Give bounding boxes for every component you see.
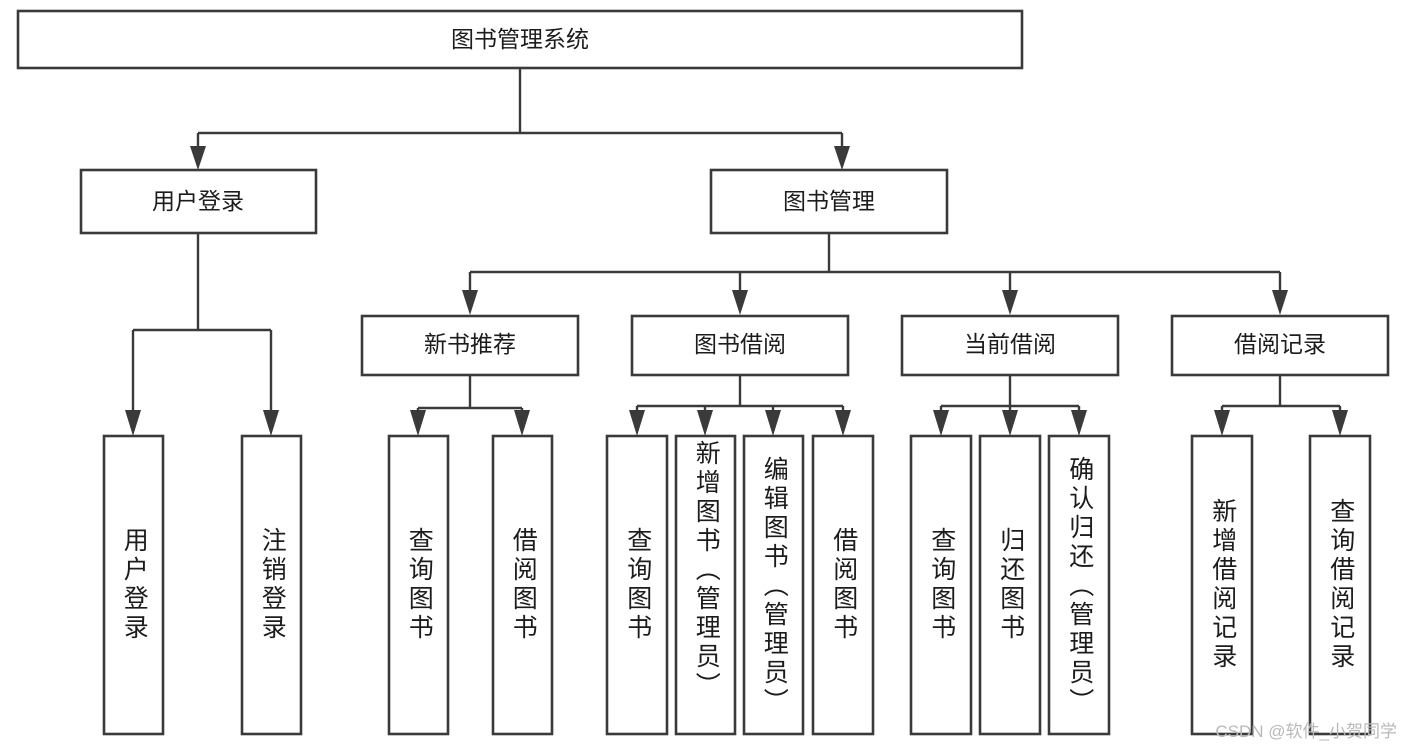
node-book-management-label: 图书管理 (783, 188, 875, 214)
node-root-label: 图书管理系统 (451, 26, 589, 52)
leaf-box-book-borrow-1[interactable] (674, 434, 737, 736)
node-current-borrow-box[interactable] (900, 314, 1120, 377)
connector-new-book-recommend-to-leaves (410, 375, 530, 436)
leaf-box-new-book-0[interactable] (387, 434, 450, 736)
leaf-box-borrow-record-1[interactable] (1308, 434, 1372, 736)
node-book-borrow[interactable]: 图书借阅 (630, 314, 850, 377)
leaf-box-current-borrow-0[interactable] (909, 434, 973, 736)
node-user-login-label: 用户登录 (152, 188, 244, 214)
node-user-login[interactable]: 用户登录 (79, 168, 318, 235)
connector-user-login-to-leaves (125, 233, 279, 436)
connector-borrow-record-to-leaves (1214, 375, 1348, 436)
connector-current-borrow-to-leaves (933, 375, 1087, 436)
leaf-box-user-login-0[interactable] (102, 434, 165, 736)
node-root-box[interactable] (16, 9, 1024, 70)
node-borrow-record[interactable]: 借阅记录 (1170, 314, 1390, 377)
leaf-box-book-borrow-3[interactable] (811, 434, 875, 736)
node-new-book-recommend-label: 新书推荐 (424, 331, 516, 357)
node-current-borrow[interactable]: 当前借阅 (900, 314, 1120, 377)
node-book-borrow-label: 图书借阅 (694, 331, 786, 357)
connector-root-to-level2 (190, 68, 850, 170)
node-user-login-box[interactable] (79, 168, 318, 235)
leaf-box-current-borrow-1[interactable] (978, 434, 1042, 736)
node-borrow-record-label: 借阅记录 (1234, 331, 1326, 357)
connector-book-borrow-to-leaves (629, 375, 851, 436)
leaf-box-current-borrow-2[interactable] (1047, 434, 1111, 736)
leaf-box-borrow-record-0[interactable] (1190, 434, 1254, 736)
leaf-box-book-borrow-0[interactable] (605, 434, 669, 736)
watermark-text: CSDN @软件_小贺同学 (1215, 722, 1397, 741)
node-root[interactable]: 图书管理系统 (16, 9, 1024, 70)
node-book-management[interactable]: 图书管理 (709, 168, 949, 235)
leaf-box-user-login-1[interactable] (240, 434, 303, 736)
connector-book-management-to-level3 (462, 233, 1288, 315)
node-new-book-recommend[interactable]: 新书推荐 (360, 314, 580, 377)
leaf-box-book-borrow-2[interactable] (742, 434, 805, 736)
node-current-borrow-label: 当前借阅 (964, 331, 1056, 357)
node-new-book-recommend-box[interactable] (360, 314, 580, 377)
leaf-box-new-book-1[interactable] (491, 434, 554, 736)
